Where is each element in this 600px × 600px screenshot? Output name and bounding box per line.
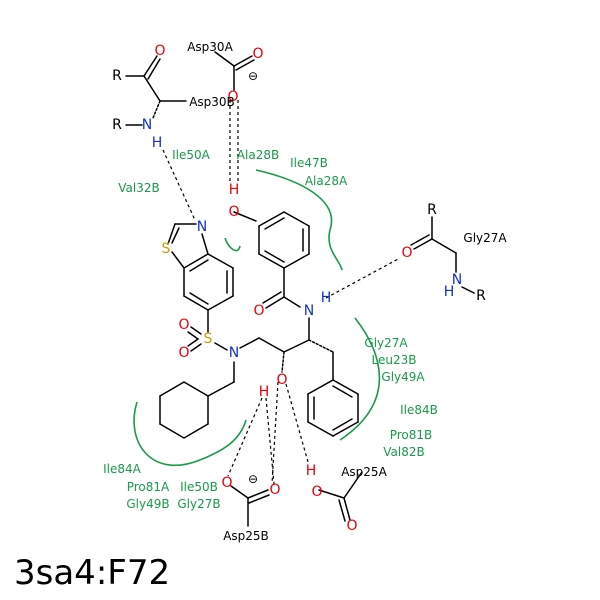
atom-o-asp30b: O bbox=[154, 43, 165, 59]
residue-labels: Asp30A Asp30B Ile50A Ala28B Ile47B Ala28… bbox=[103, 40, 507, 543]
atom-h-asp25a: H bbox=[306, 463, 317, 479]
atom-n-thiazole: N bbox=[197, 219, 207, 235]
residue-val32b: Val32B bbox=[118, 181, 159, 195]
atom-h-hydroxyl: H bbox=[259, 384, 270, 400]
residue-asp25b: Asp25B bbox=[223, 529, 269, 543]
residue-ile50b: Ile50B bbox=[180, 480, 218, 494]
atom-o2-asp30a: O bbox=[227, 89, 238, 105]
atom-h-amide: H bbox=[321, 290, 332, 306]
residue-ile47b: Ile47B bbox=[290, 156, 328, 170]
residue-ile84b: Ile84B bbox=[400, 403, 438, 417]
residue-gly49b: Gly49B bbox=[126, 497, 169, 511]
atom-o-phenol: O bbox=[228, 204, 239, 220]
atom-s-thiazole: S bbox=[162, 241, 171, 257]
residue-gly49a: Gly49A bbox=[381, 370, 425, 384]
atom-s-sulfonyl: S bbox=[204, 331, 213, 347]
residue-ile84a: Ile84A bbox=[103, 462, 142, 476]
atom-h-phenol: H bbox=[229, 182, 240, 198]
hydrogen-bonds bbox=[162, 100, 401, 485]
atom-r-gly27a-bot: R bbox=[476, 288, 486, 304]
atom-h-gly27a: H bbox=[444, 284, 455, 300]
atom-o-gly27a: O bbox=[401, 245, 412, 261]
residue-ala28b: Ala28B bbox=[237, 148, 279, 162]
diagram-title: 3sa4:F72 bbox=[14, 553, 170, 593]
atom-o-amide: O bbox=[253, 303, 264, 319]
residue-pro81a: Pro81A bbox=[127, 480, 170, 494]
residue-asp30b: Asp30B bbox=[189, 95, 235, 109]
atom-n-asp30b: N bbox=[142, 117, 152, 133]
residue-gly27a-bond: Gly27A bbox=[463, 231, 507, 245]
residue-leu23b: Leu23B bbox=[372, 353, 417, 367]
atom-h-asp30b: H bbox=[152, 135, 163, 151]
atom-o1-asp30a: O bbox=[252, 46, 263, 62]
atom-o1-asp25a: O bbox=[311, 484, 322, 500]
atom-o-sulfonyl-bot: O bbox=[178, 345, 189, 361]
atom-o2-asp25b: O bbox=[269, 482, 280, 498]
atom-r1: R bbox=[112, 68, 122, 84]
charge-asp30a: ⊖ bbox=[248, 69, 258, 83]
hydrophobic-contact-arcs bbox=[133, 169, 381, 467]
atom-o-sulfonyl-top: O bbox=[178, 317, 189, 333]
residue-ala28a: Ala28A bbox=[305, 174, 348, 188]
atom-r2: R bbox=[112, 117, 122, 133]
atom-n-amide: N bbox=[304, 303, 314, 319]
atom-r-gly27a-top: R bbox=[427, 202, 437, 218]
atom-o2-asp25a: O bbox=[346, 518, 357, 534]
residue-asp25a: Asp25A bbox=[341, 465, 387, 479]
residue-val82b: Val82B bbox=[383, 445, 424, 459]
residue-asp30a: Asp30A bbox=[187, 40, 233, 54]
charge-asp25b: ⊖ bbox=[248, 472, 258, 486]
residue-ile50a: Ile50A bbox=[172, 148, 211, 162]
atom-n-gly27a: N bbox=[452, 272, 462, 288]
atom-n-sulfonamide: N bbox=[229, 345, 239, 361]
residue-gly27a: Gly27A bbox=[364, 336, 408, 350]
atom-labels: R O R N H O ⊖ O H O N S O N H R O N H R … bbox=[112, 43, 486, 534]
molecule-bonds bbox=[125, 51, 475, 527]
residue-gly27b: Gly27B bbox=[177, 497, 220, 511]
atom-o-hydroxyl: O bbox=[276, 372, 287, 388]
atom-o1-asp25b: O bbox=[221, 475, 232, 491]
residue-pro81b: Pro81B bbox=[390, 428, 433, 442]
